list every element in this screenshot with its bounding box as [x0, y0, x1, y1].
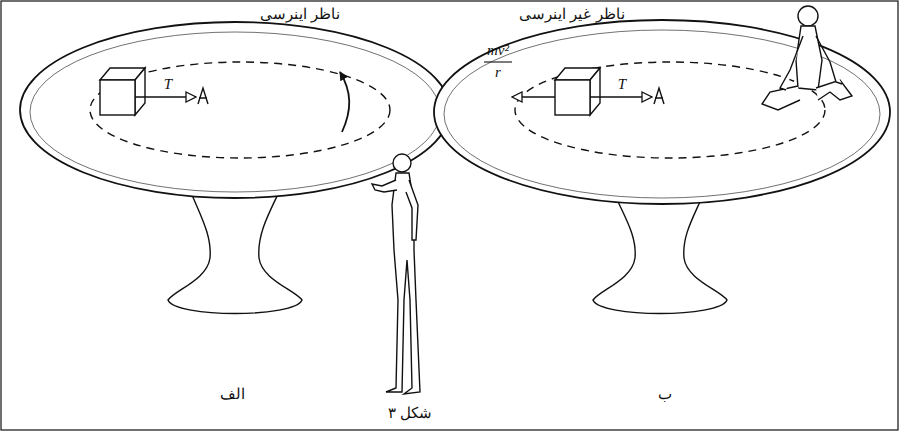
rotation-arrow [340, 72, 349, 132]
turntable-left [20, 22, 450, 314]
centrifugal-arrow [512, 96, 555, 97]
observer-label: ناظر غیر اینرسی [519, 6, 626, 23]
fraction-bar [484, 61, 512, 62]
block-left [100, 68, 145, 115]
fraction-denominator: r [495, 64, 501, 81]
fraction-numerator: mv² [487, 42, 509, 59]
center-peg [654, 88, 664, 104]
panel-letter: ب [658, 386, 672, 403]
panel-letter: الف [220, 386, 245, 403]
turntable-right [434, 20, 890, 314]
force-symbol: T [164, 76, 172, 93]
observer-label: ناظر اینرسی [260, 6, 341, 23]
sitting-observer [762, 6, 852, 110]
tension-arrow [135, 96, 196, 97]
tension-arrow [590, 96, 652, 97]
standing-observer [372, 154, 420, 394]
center-peg [198, 88, 208, 104]
force-symbol: T [618, 76, 626, 93]
block-right [555, 68, 600, 115]
figure-caption: شکل ۳ [388, 405, 433, 422]
